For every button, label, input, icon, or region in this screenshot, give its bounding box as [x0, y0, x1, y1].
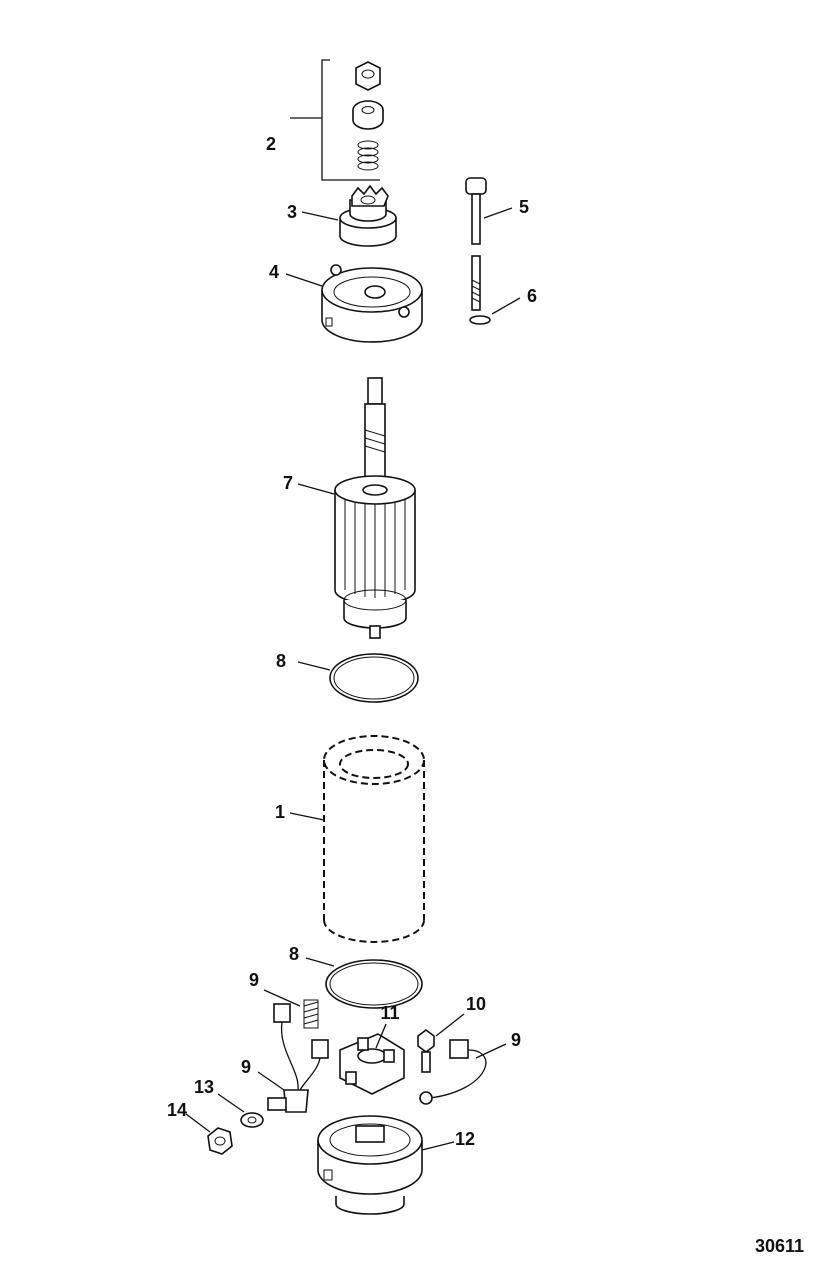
part-2-bracket: [321, 59, 380, 181]
part-12-commutator-end-cap: [317, 1115, 423, 1215]
callout-9-spring: 9: [248, 970, 260, 990]
part-3-pinion-gear: [339, 184, 397, 247]
part-8-oring-lower: [325, 959, 423, 1009]
callout-9-left: 9: [240, 1057, 252, 1077]
callout-3: 3: [286, 202, 298, 222]
spring-icon: [357, 140, 379, 171]
callout-11: 11: [380, 1003, 400, 1023]
part-6-oring: [469, 315, 491, 325]
callout-10: 10: [465, 994, 487, 1014]
callout-14: 14: [166, 1100, 188, 1120]
figure-id: 30611: [755, 1236, 805, 1256]
callout-8-lower: 8: [288, 944, 300, 964]
callout-5: 5: [518, 197, 530, 217]
part-10-bolt: [417, 1029, 435, 1073]
part-4-drive-end-cap: [321, 264, 423, 343]
part-8-oring-upper: [329, 653, 419, 703]
part-13-washer: [240, 1112, 264, 1128]
part-9-brush-left: [273, 1003, 329, 1113]
callout-7: 7: [282, 473, 294, 493]
callout-2: 2: [265, 134, 277, 154]
terminal-stud: [267, 1097, 287, 1111]
part-11-brush-holder: [339, 1033, 405, 1095]
part-2-hardware-kit: [290, 59, 384, 181]
part-1-frame-housing: [323, 735, 425, 943]
callout-4: 4: [268, 262, 280, 282]
part-5-through-bolt: [465, 177, 487, 311]
part-9-brush-right: [419, 1039, 487, 1105]
callout-6: 6: [526, 286, 538, 306]
callout-13: 13: [193, 1077, 215, 1097]
part-14-nut: [207, 1127, 233, 1155]
part-7-armature: [334, 377, 416, 639]
callout-9-right: 9: [510, 1030, 522, 1050]
hex-nut-icon: [355, 61, 381, 91]
callout-12: 12: [454, 1129, 476, 1149]
callout-1: 1: [274, 802, 286, 822]
callout-8-upper: 8: [275, 651, 287, 671]
part-9-brush-spring: [303, 999, 319, 1029]
